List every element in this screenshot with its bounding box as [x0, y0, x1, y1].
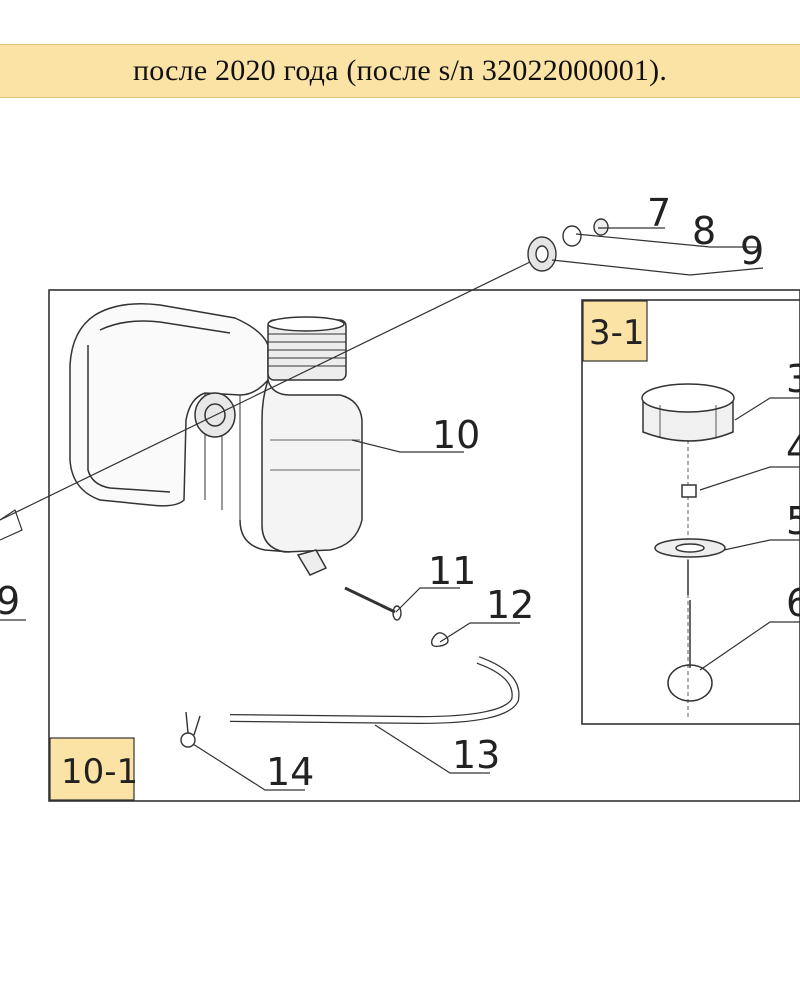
fuel-line [180, 586, 520, 748]
callout-5: 5 [786, 499, 800, 543]
banner-text: после 2020 года (после s/n 32022000001). [132, 54, 668, 87]
group-label-box-inset [582, 300, 648, 362]
group-label-main: 10-1 [61, 752, 138, 792]
callout-14: 14 [266, 750, 314, 794]
callout-11: 11 [428, 549, 476, 593]
callout-7: 7 [647, 191, 671, 235]
header-banner: после 2020 года (после s/n 32022000001). [0, 44, 800, 98]
callout-13: 13 [452, 733, 500, 777]
callout-8: 8 [692, 209, 716, 253]
callout-9a: 9 [740, 229, 764, 273]
leader-lines [0, 227, 800, 791]
fuel-tank [69, 303, 363, 576]
callout-12: 12 [486, 583, 534, 627]
callout-6: 6 [786, 581, 800, 625]
group-label-inset: 3-1 [589, 313, 645, 353]
callout-3: 3 [786, 357, 800, 401]
cap-parts-7-8-9 [527, 218, 609, 272]
callout-9b: 9 [0, 579, 20, 623]
main-frame [48, 289, 800, 802]
inset-frame [581, 299, 800, 725]
callout-10: 10 [432, 413, 480, 457]
group-label-box-main [49, 737, 135, 801]
callout-4: 4 [786, 427, 800, 471]
inset-parts [641, 383, 735, 720]
